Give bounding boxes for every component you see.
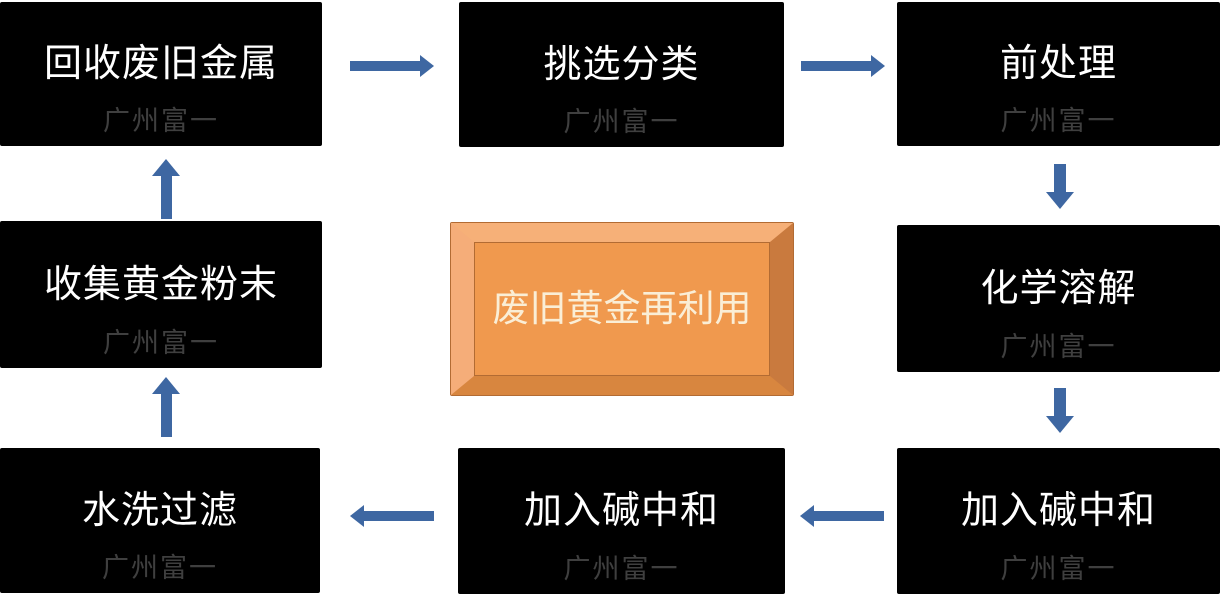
arrow-head [1046, 416, 1074, 433]
watermark-text: 广州富一 [563, 554, 680, 584]
arrow-pretreatment-to-dissolution [1046, 164, 1074, 209]
arrow-head [152, 377, 180, 394]
watermark-text: 广州富一 [563, 107, 680, 137]
center-button-bevel: 废旧黄金再利用 [451, 223, 793, 395]
arrow-shaft [1054, 388, 1066, 417]
process-step-label: 回收废旧金属 [43, 43, 278, 85]
arrow-shaft [161, 393, 172, 437]
process-box-chemical-dissolution: 化学溶解 广州富一 [897, 225, 1220, 372]
arrow-alkali2-to-wash [350, 505, 434, 527]
process-step-label: 化学溶解 [980, 267, 1137, 310]
process-step-label: 加入碱中和 [960, 490, 1156, 532]
process-step-label: 收集黄金粉末 [43, 263, 278, 306]
process-step-label: 挑选分类 [543, 43, 700, 86]
process-box-water-wash-filter: 水洗过滤 广州富一 [0, 448, 320, 593]
arrow-wash-to-collect [152, 377, 180, 437]
arrow-recycle-to-sorting [350, 55, 434, 77]
process-box-add-alkali-neutralize-2: 加入碱中和 广州富一 [458, 448, 785, 594]
arrow-shaft [363, 511, 434, 521]
arrow-shaft [1054, 164, 1066, 193]
watermark-text: 广州富一 [103, 328, 219, 358]
arrow-collect-to-recycle [152, 159, 180, 219]
watermark-text: 广州富一 [1000, 554, 1117, 584]
arrow-head [1046, 192, 1074, 209]
arrow-head [152, 159, 180, 176]
arrow-shaft [350, 61, 421, 71]
arrow-shaft [801, 61, 872, 71]
arrow-head [350, 505, 364, 527]
arrow-shaft [813, 511, 884, 521]
watermark-text: 广州富一 [1000, 332, 1117, 362]
watermark-text: 广州富一 [102, 553, 218, 583]
process-box-sorting-classification: 挑选分类 广州富一 [459, 2, 784, 147]
process-box-recycle-scrap-metal: 回收废旧金属 广州富一 [0, 2, 322, 146]
process-box-add-alkali-neutralize-1: 加入碱中和 广州富一 [897, 448, 1220, 594]
arrow-dissolution-to-alkali [1046, 388, 1074, 433]
center-button-face: 废旧黄金再利用 [474, 242, 770, 376]
arrow-head [420, 55, 434, 77]
process-box-collect-gold-powder: 收集黄金粉末 广州富一 [0, 221, 322, 368]
watermark-text: 广州富一 [103, 106, 219, 136]
process-step-label: 前处理 [999, 43, 1117, 85]
center-3d-button: 废旧黄金再利用 [450, 222, 794, 396]
process-step-label: 水洗过滤 [81, 489, 238, 532]
arrow-sorting-to-pretreatment [801, 55, 885, 77]
process-step-label: 加入碱中和 [523, 490, 719, 532]
watermark-text: 广州富一 [1000, 106, 1117, 136]
arrow-shaft [161, 175, 172, 219]
arrow-alkali1-to-alkali2 [800, 505, 884, 527]
process-box-pretreatment: 前处理 广州富一 [897, 2, 1220, 146]
center-button-label: 废旧黄金再利用 [492, 288, 752, 330]
arrow-head [871, 55, 885, 77]
arrow-head [800, 505, 814, 527]
